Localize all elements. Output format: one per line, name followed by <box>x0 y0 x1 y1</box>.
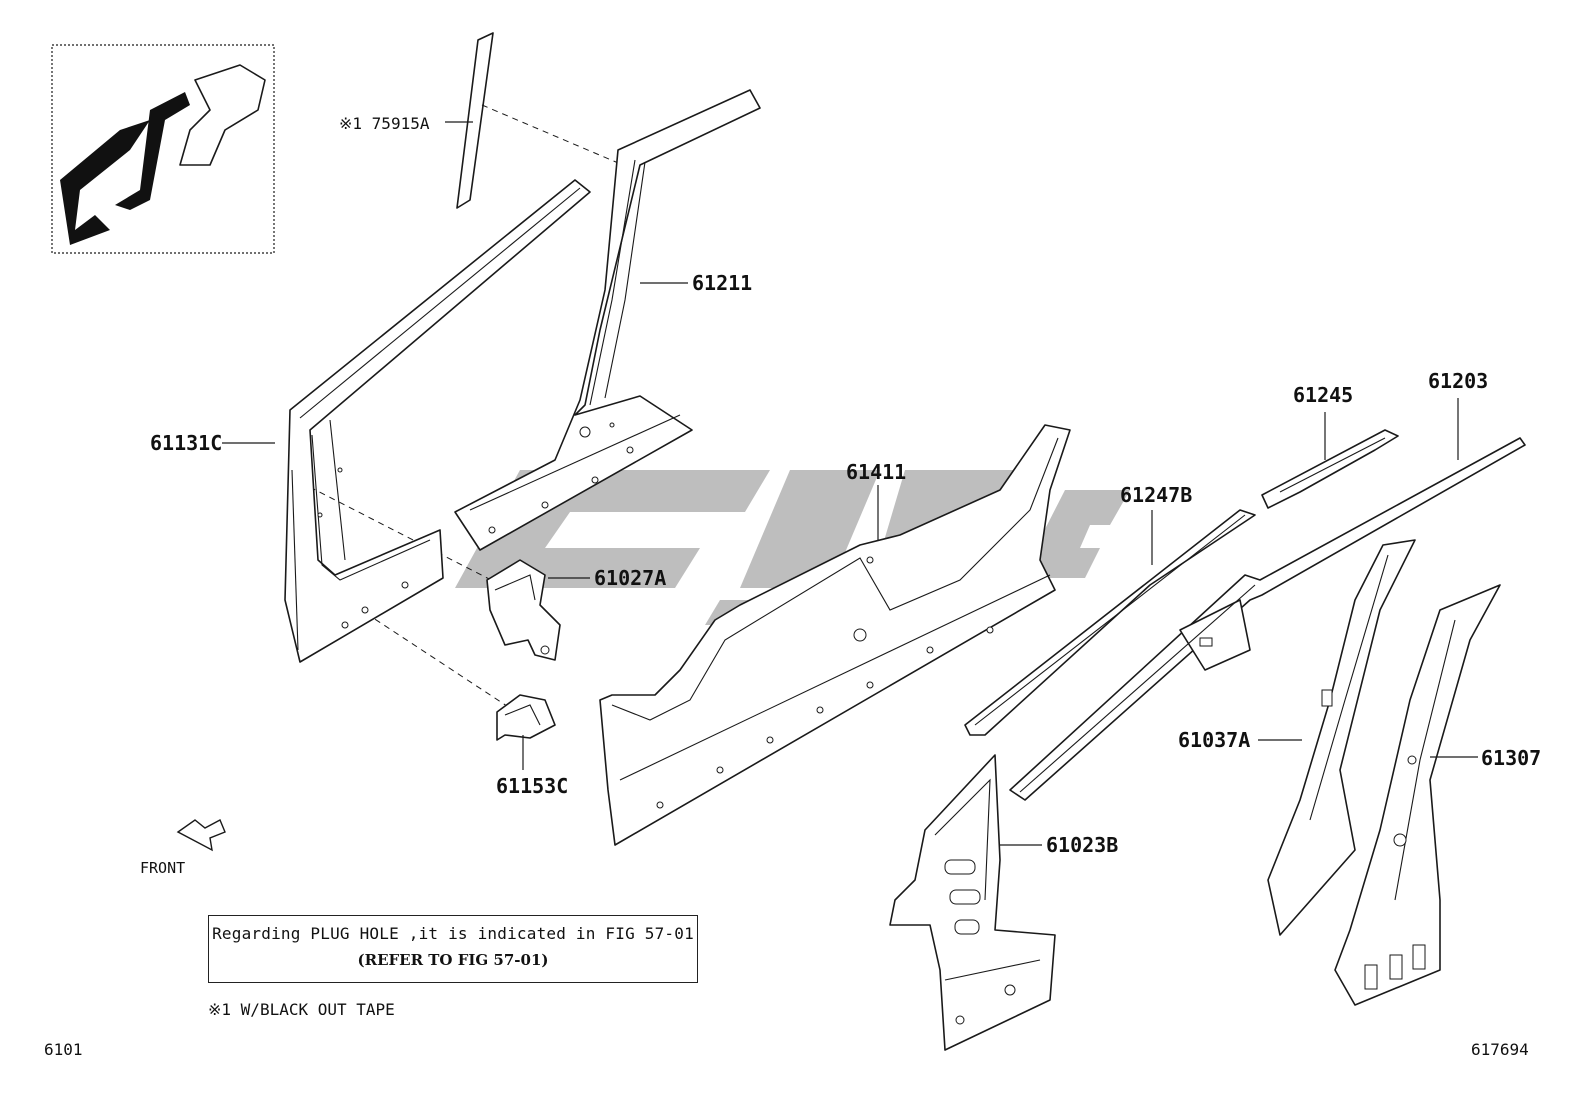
note-line-2: (REFER TO FIG 57-01) <box>357 951 549 969</box>
part-75915a <box>445 32 494 209</box>
label-61307: 61307 <box>1481 746 1541 770</box>
part-61203 <box>1009 398 1526 801</box>
label-61037a: 61037A <box>1178 728 1250 752</box>
note-box: Regarding PLUG HOLE ,it is indicated in … <box>208 915 698 983</box>
label-61411: 61411 <box>846 460 906 484</box>
label-61027a: 61027A <box>594 566 666 590</box>
label-61247b: 61247B <box>1120 483 1192 507</box>
label-61023b: 61023B <box>1046 833 1118 857</box>
front-arrow-icon <box>176 819 226 852</box>
label-61131c: 61131C <box>150 431 222 455</box>
part-61131c <box>222 179 591 663</box>
part-61023b <box>889 754 1056 1051</box>
inset-view <box>51 44 275 254</box>
part-61245 <box>1261 412 1399 509</box>
label-61245: 61245 <box>1293 383 1353 407</box>
part-61211 <box>454 89 761 551</box>
part-61247b <box>964 509 1256 736</box>
front-label: FRONT <box>140 859 186 877</box>
figure-code-left: 6101 <box>44 1040 83 1059</box>
part-61037a <box>1258 539 1416 936</box>
label-75915a: ※1 75915A <box>339 114 430 133</box>
part-61153c <box>496 694 556 770</box>
label-61153c: 61153C <box>496 774 568 798</box>
part-61027a <box>486 559 590 661</box>
figure-code-right: 617694 <box>1471 1040 1529 1059</box>
part-61411 <box>599 424 1071 846</box>
label-61211: 61211 <box>692 271 752 295</box>
footnote: ※1 W/BLACK OUT TAPE <box>208 1000 395 1019</box>
note-line-1: Regarding PLUG HOLE ,it is indicated in … <box>212 924 694 943</box>
part-61307 <box>1334 584 1501 1006</box>
label-61203: 61203 <box>1428 369 1488 393</box>
